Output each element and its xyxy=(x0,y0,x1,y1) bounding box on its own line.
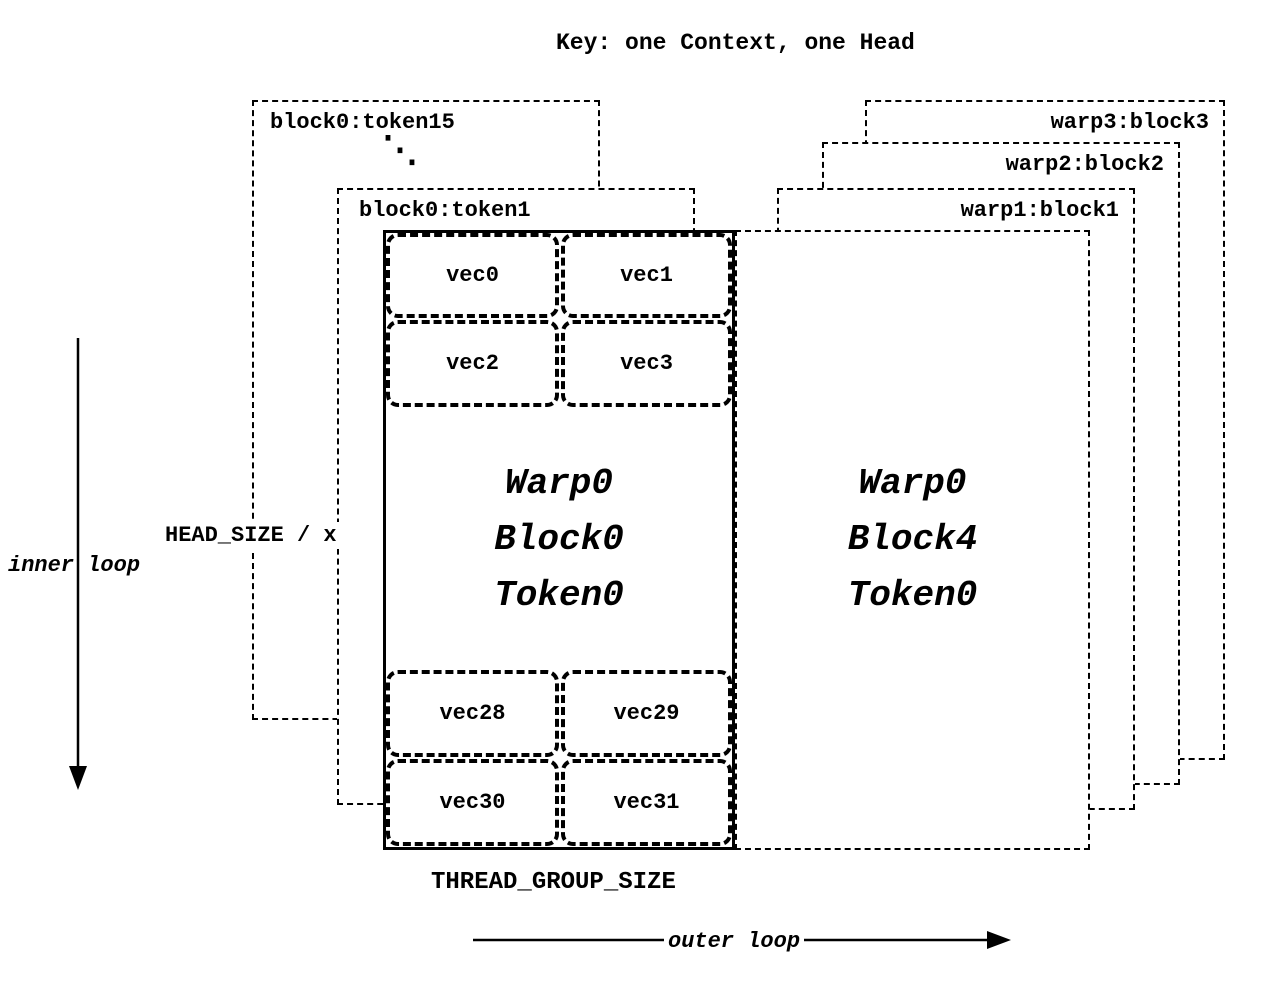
inner-loop-arrow xyxy=(69,338,87,790)
warp1-block1-label: warp1:block1 xyxy=(960,198,1119,223)
caption-line: Token0 xyxy=(494,574,624,616)
outer-loop-label: outer loop xyxy=(664,928,805,955)
vec28-cell: vec28 xyxy=(386,670,559,757)
warp0-block0-caption: Warp0 Block0 Token0 xyxy=(386,233,732,847)
caption-line: Token0 xyxy=(847,574,978,616)
warp0-block4-box: Warp0 Block4 Token0 xyxy=(735,230,1090,850)
caption-line: Block0 xyxy=(494,519,624,561)
warp2-block2-label: warp2:block2 xyxy=(1005,152,1164,177)
vec31-cell: vec31 xyxy=(561,759,732,846)
block0-token1-label: block0:token1 xyxy=(359,198,531,223)
vec30-cell: vec30 xyxy=(386,759,559,846)
diagram-title: Key: one Context, one Head xyxy=(556,30,915,56)
vec2-cell: vec2 xyxy=(386,320,559,407)
thread-group-size-label: THREAD_GROUP_SIZE xyxy=(427,868,680,897)
inner-loop-label: inner loop xyxy=(4,552,145,579)
diagonal-ellipsis: ⋱ xyxy=(382,131,418,172)
caption-line: Warp0 xyxy=(504,463,614,505)
block0-token15-label: block0:token15 xyxy=(270,110,455,135)
head-size-label: HEAD_SIZE / x xyxy=(161,522,341,549)
vec29-cell: vec29 xyxy=(561,670,732,757)
vec1-cell: vec1 xyxy=(561,233,732,318)
vec0-cell: vec0 xyxy=(386,233,559,318)
vec3-cell: vec3 xyxy=(561,320,732,407)
caption-line: Warp0 xyxy=(858,463,967,505)
warp0-block4-caption: Warp0 Block4 Token0 xyxy=(737,232,1088,848)
warp3-block3-label: warp3:block3 xyxy=(1050,110,1209,135)
caption-line: Block4 xyxy=(847,519,978,561)
